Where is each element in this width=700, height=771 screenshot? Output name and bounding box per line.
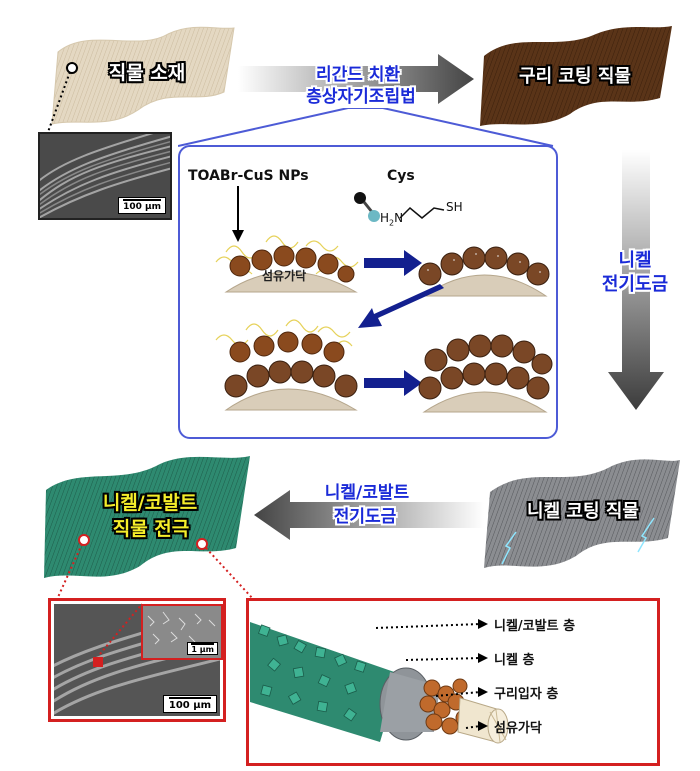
h2n-h: H xyxy=(380,211,390,225)
arrow-step3-to-step4 xyxy=(364,370,422,396)
nico-plating-label-2: 전기도금 xyxy=(333,507,397,527)
layered-fiber-illustration xyxy=(250,622,509,744)
sem-zoom-point xyxy=(93,657,103,667)
step4-fiber-bilayer xyxy=(418,334,553,413)
nickel-fabric-sheet xyxy=(484,459,680,568)
nickel-plating-label-2: 전기도금 xyxy=(601,274,669,295)
scale-bar-top-label: 100 μm xyxy=(123,202,161,212)
legend-nico-layer: 니켈/코발트 층 xyxy=(494,619,576,634)
nico-leader-lines xyxy=(53,534,255,607)
sem-image-nico-frame: 1 μm 100 μm xyxy=(48,598,226,722)
step3-fiber-layered xyxy=(215,319,358,411)
legend-ni-layer: 니켈 층 xyxy=(494,653,535,668)
legend-pointer-lines xyxy=(376,619,488,731)
sem-image-raw-fiber: 100 μm xyxy=(38,132,172,220)
arrow-middle-left xyxy=(254,490,484,540)
scale-bar-bottom: 100 μm xyxy=(162,695,217,713)
raw-fabric-leader xyxy=(47,62,78,133)
raw-fabric-label: 직물 소재 xyxy=(108,62,186,84)
scale-bar-inset-label: 1 μm xyxy=(191,645,214,654)
h2n-text: H2N xyxy=(380,211,403,227)
toabr-pointer-arrow xyxy=(232,186,244,242)
legend-cu-layer: 구리입자 층 xyxy=(494,687,559,702)
h2n-n: N xyxy=(394,211,404,225)
sem-zoom-leader xyxy=(99,603,143,655)
sem-inset: 1 μm xyxy=(141,604,223,660)
arrow-top-right xyxy=(238,54,474,104)
scale-bar-inset: 1 μm xyxy=(187,642,218,655)
nickel-plating-label-1: 니켈 xyxy=(618,250,652,271)
process-top-label-1: 리간드 치환 xyxy=(315,65,401,85)
toabr-cus-label: TOABr-CuS NPs xyxy=(188,168,309,184)
nickel-fabric-label: 니켈 코팅 직물 xyxy=(527,501,639,522)
step1-fiber-with-toabr xyxy=(215,235,359,293)
cysteamine-molecule-icon xyxy=(354,192,445,222)
copper-fabric-label: 구리 코팅 직물 xyxy=(519,66,631,87)
step1-fiber-label: 섬유가닥 xyxy=(262,269,307,283)
arrow-step2-to-step3 xyxy=(358,284,444,328)
step2-fiber-cus xyxy=(418,246,550,297)
copper-fabric-sheet xyxy=(480,26,672,126)
arrow-vertical-down xyxy=(608,150,664,410)
process-frame-connector xyxy=(178,108,554,147)
nico-electrode-label-1: 니켈/코발트 xyxy=(102,492,198,514)
nico-plating-label-1: 니켈/코발트 xyxy=(324,483,410,503)
legend-fiber: 섬유가닥 xyxy=(494,721,542,736)
scale-bar-top: 100 μm xyxy=(118,197,166,214)
cys-label: Cys xyxy=(387,168,415,184)
raw-fabric-sheet xyxy=(51,26,235,125)
sh-text: SH xyxy=(446,200,463,214)
scale-bar-bottom-label: 100 μm xyxy=(168,700,211,711)
arrow-step1-to-step2 xyxy=(364,250,422,276)
process-top-label-2: 층상자기조립법 xyxy=(306,87,416,107)
h2n-sub: 2 xyxy=(389,218,395,228)
nico-electrode-label-2: 직물 전극 xyxy=(112,518,190,540)
